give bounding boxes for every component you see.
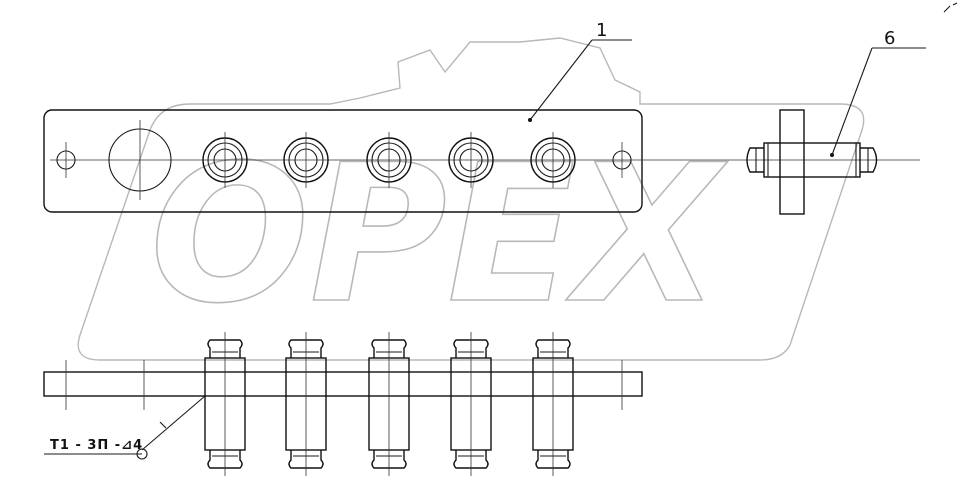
weld-symbol-circle-icon [136,448,148,460]
fitting-right-nut [860,147,878,173]
fitting-top-3 [366,132,412,188]
plate-top-view [43,109,920,213]
plate-front-view [43,332,643,476]
fitting-front-5 [532,332,574,476]
weld-note-text: T1 - 3П -⊿4 [50,438,143,453]
fitting-body [763,142,861,178]
fitting-front-3 [368,332,410,476]
plate-outline [43,109,643,213]
fitting-front-4 [450,332,492,476]
callout-1-label: 1 [596,20,607,41]
fitting-top-4 [448,132,494,188]
callout-1: 1 [528,20,632,122]
fitting-front-2 [285,332,327,476]
fitting-front-1 [204,332,246,476]
fitting-top-1 [202,132,248,188]
plate-front-outline [43,371,643,397]
fitting-top-5 [530,132,576,188]
fitting-left-nut [746,147,764,173]
fitting-top-2 [283,132,329,188]
corner-mark [943,2,958,13]
callout-6-label: 6 [884,28,895,49]
fitting-flange [779,109,805,215]
gear-watermark-icon [77,37,865,361]
watermark: OPEX [77,37,865,361]
weld-callout: T1 - 3П -⊿4 [44,395,206,460]
fitting-side-view [746,109,878,215]
callout-6: 6 [830,28,926,157]
